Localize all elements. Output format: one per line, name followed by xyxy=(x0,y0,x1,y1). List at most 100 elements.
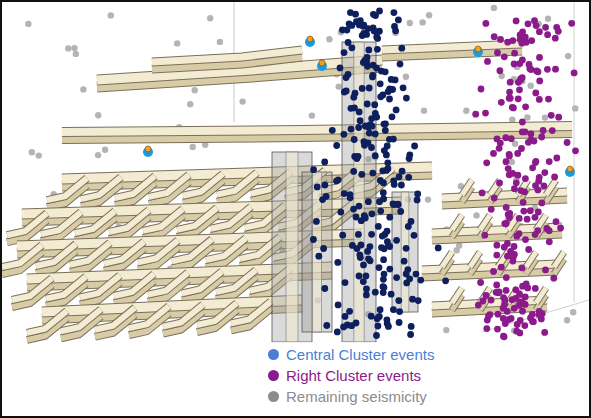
remaining-event xyxy=(509,116,515,122)
right-event xyxy=(536,308,543,315)
remaining-event xyxy=(570,309,576,315)
drift-top xyxy=(62,126,572,132)
central-event xyxy=(411,232,418,239)
remaining-event xyxy=(217,39,223,45)
central-event xyxy=(372,152,379,159)
right-event xyxy=(528,131,535,138)
central-event xyxy=(310,166,317,173)
remaining-event xyxy=(95,112,101,118)
right-event xyxy=(538,316,545,323)
right-event xyxy=(488,206,495,213)
sensor-head xyxy=(475,46,481,52)
right-event xyxy=(552,66,559,73)
right-event xyxy=(501,244,508,251)
central-event xyxy=(390,177,397,184)
right-event xyxy=(513,328,520,335)
right-event xyxy=(544,66,551,73)
right-event xyxy=(504,253,511,260)
central-event xyxy=(384,228,391,235)
right-event xyxy=(511,185,518,192)
central-event xyxy=(323,322,330,329)
right-event xyxy=(525,139,532,146)
central-event xyxy=(369,210,376,217)
central-event xyxy=(386,214,393,221)
central-event xyxy=(374,46,381,53)
drift-outline xyxy=(526,252,536,267)
central-event xyxy=(396,319,403,326)
sensor-icon xyxy=(473,46,483,57)
central-event xyxy=(413,271,420,278)
central-event xyxy=(382,68,389,75)
drift-outline xyxy=(462,180,472,195)
central-event xyxy=(356,203,363,210)
remaining-event xyxy=(542,114,548,120)
central-event xyxy=(368,313,375,320)
central-event xyxy=(415,297,422,304)
right-event xyxy=(483,325,490,332)
central-event xyxy=(417,277,424,284)
central-event xyxy=(389,113,396,120)
right-event xyxy=(541,182,548,189)
right-event xyxy=(497,67,504,74)
right-event xyxy=(483,159,490,166)
remaining-event xyxy=(25,21,31,27)
right-event xyxy=(519,308,526,315)
central-event xyxy=(351,136,358,143)
sensor-base xyxy=(143,147,153,157)
central-event xyxy=(321,159,328,166)
central-event xyxy=(350,94,357,101)
legend-row: Central Cluster events xyxy=(268,344,434,365)
right-event xyxy=(491,33,498,40)
right-event xyxy=(513,18,520,25)
right-event xyxy=(541,169,548,176)
right-event xyxy=(546,238,553,245)
central-event xyxy=(408,323,415,330)
central-event xyxy=(348,322,355,329)
central-event xyxy=(398,182,405,189)
remaining-event xyxy=(443,327,449,333)
right-event xyxy=(522,294,529,301)
central-event xyxy=(366,130,373,137)
remaining-event xyxy=(192,87,198,93)
central-event xyxy=(397,208,404,215)
central-event xyxy=(411,143,418,150)
central-event xyxy=(407,331,414,338)
right-event xyxy=(483,20,490,27)
central-event xyxy=(379,233,386,240)
right-event xyxy=(511,50,518,57)
right-event xyxy=(512,295,519,302)
sensor-base xyxy=(473,47,483,57)
central-event xyxy=(357,17,364,24)
right-event xyxy=(548,112,555,119)
central-event xyxy=(333,178,340,185)
right-event xyxy=(555,114,562,121)
central-event xyxy=(313,218,320,225)
central-event xyxy=(361,57,368,64)
central-event xyxy=(363,292,370,299)
central-event xyxy=(357,117,364,124)
right-event xyxy=(516,60,523,67)
right-event xyxy=(508,315,515,322)
right-event xyxy=(504,39,511,46)
central-event xyxy=(337,209,344,216)
right-event xyxy=(494,136,501,143)
sensor-icon xyxy=(317,60,327,71)
legend-swatch xyxy=(268,391,279,402)
central-event xyxy=(399,168,406,175)
right-event xyxy=(522,103,529,110)
right-event xyxy=(536,96,543,103)
shaft xyxy=(313,172,322,332)
right-event xyxy=(485,313,492,320)
central-event xyxy=(386,136,393,143)
right-event xyxy=(490,150,497,157)
right-event xyxy=(516,302,523,309)
central-event xyxy=(358,242,365,249)
right-event xyxy=(531,17,538,24)
remaining-event xyxy=(407,20,413,26)
central-event xyxy=(341,190,348,197)
central-event xyxy=(342,313,349,320)
central-event xyxy=(395,297,402,304)
right-event xyxy=(519,119,526,126)
central-event xyxy=(320,245,327,252)
drift-outline xyxy=(546,180,556,195)
